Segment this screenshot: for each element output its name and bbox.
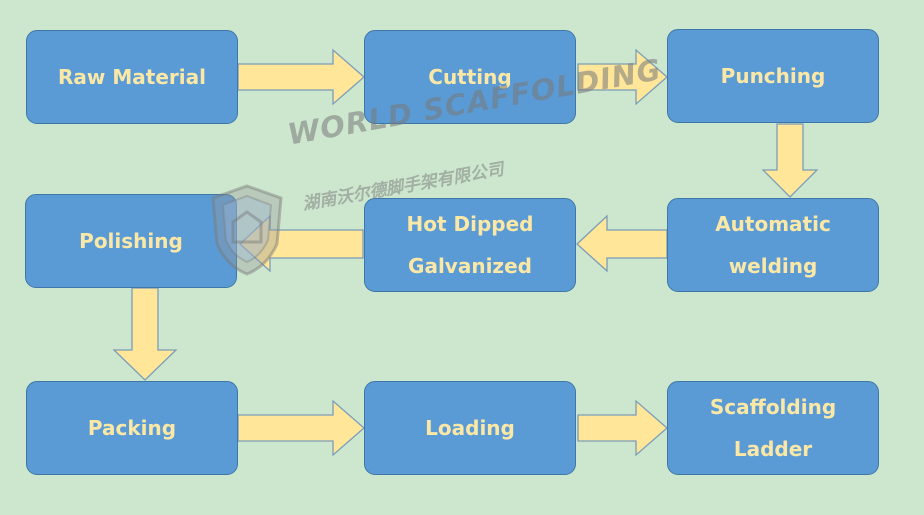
arrow-galvanized-to-polishing [239,214,364,273]
arrow-cutting-to-punching [577,48,668,106]
step-label-line-2: Galvanized [408,254,532,278]
arrow-raw-material-to-cutting [237,48,365,106]
step-label: Punching [720,64,826,88]
step-label: Polishing [79,229,183,253]
step-label-line-1: Scaffolding [709,395,837,419]
step-punching: Punching [667,29,879,123]
step-polishing: Polishing [25,194,237,288]
step-label-line-2: Ladder [733,437,813,461]
step-packing: Packing [26,381,238,475]
arrow-packing-to-loading [237,399,365,457]
step-label: Packing [87,416,177,440]
arrow-punching-to-welding [761,123,819,198]
step-label: Raw Material [58,65,206,89]
step-label: Cutting [428,65,512,89]
step-label: Loading [425,416,515,440]
step-label-line-2: welding [728,254,818,278]
arrow-polishing-to-packing [112,287,178,381]
step-hot-dipped-galvanized: Hot Dipped Galvanized [364,198,576,292]
step-label-line-1: Hot Dipped [406,212,534,236]
arrow-loading-to-ladder [577,399,668,457]
arrow-welding-to-galvanized [576,214,668,273]
step-automatic-welding: Automatic welding [667,198,879,292]
step-loading: Loading [364,381,576,475]
step-scaffolding-ladder: Scaffolding Ladder [667,381,879,475]
step-cutting: Cutting [364,30,576,124]
step-raw-material: Raw Material [26,30,238,124]
step-label-line-1: Automatic [715,212,831,236]
